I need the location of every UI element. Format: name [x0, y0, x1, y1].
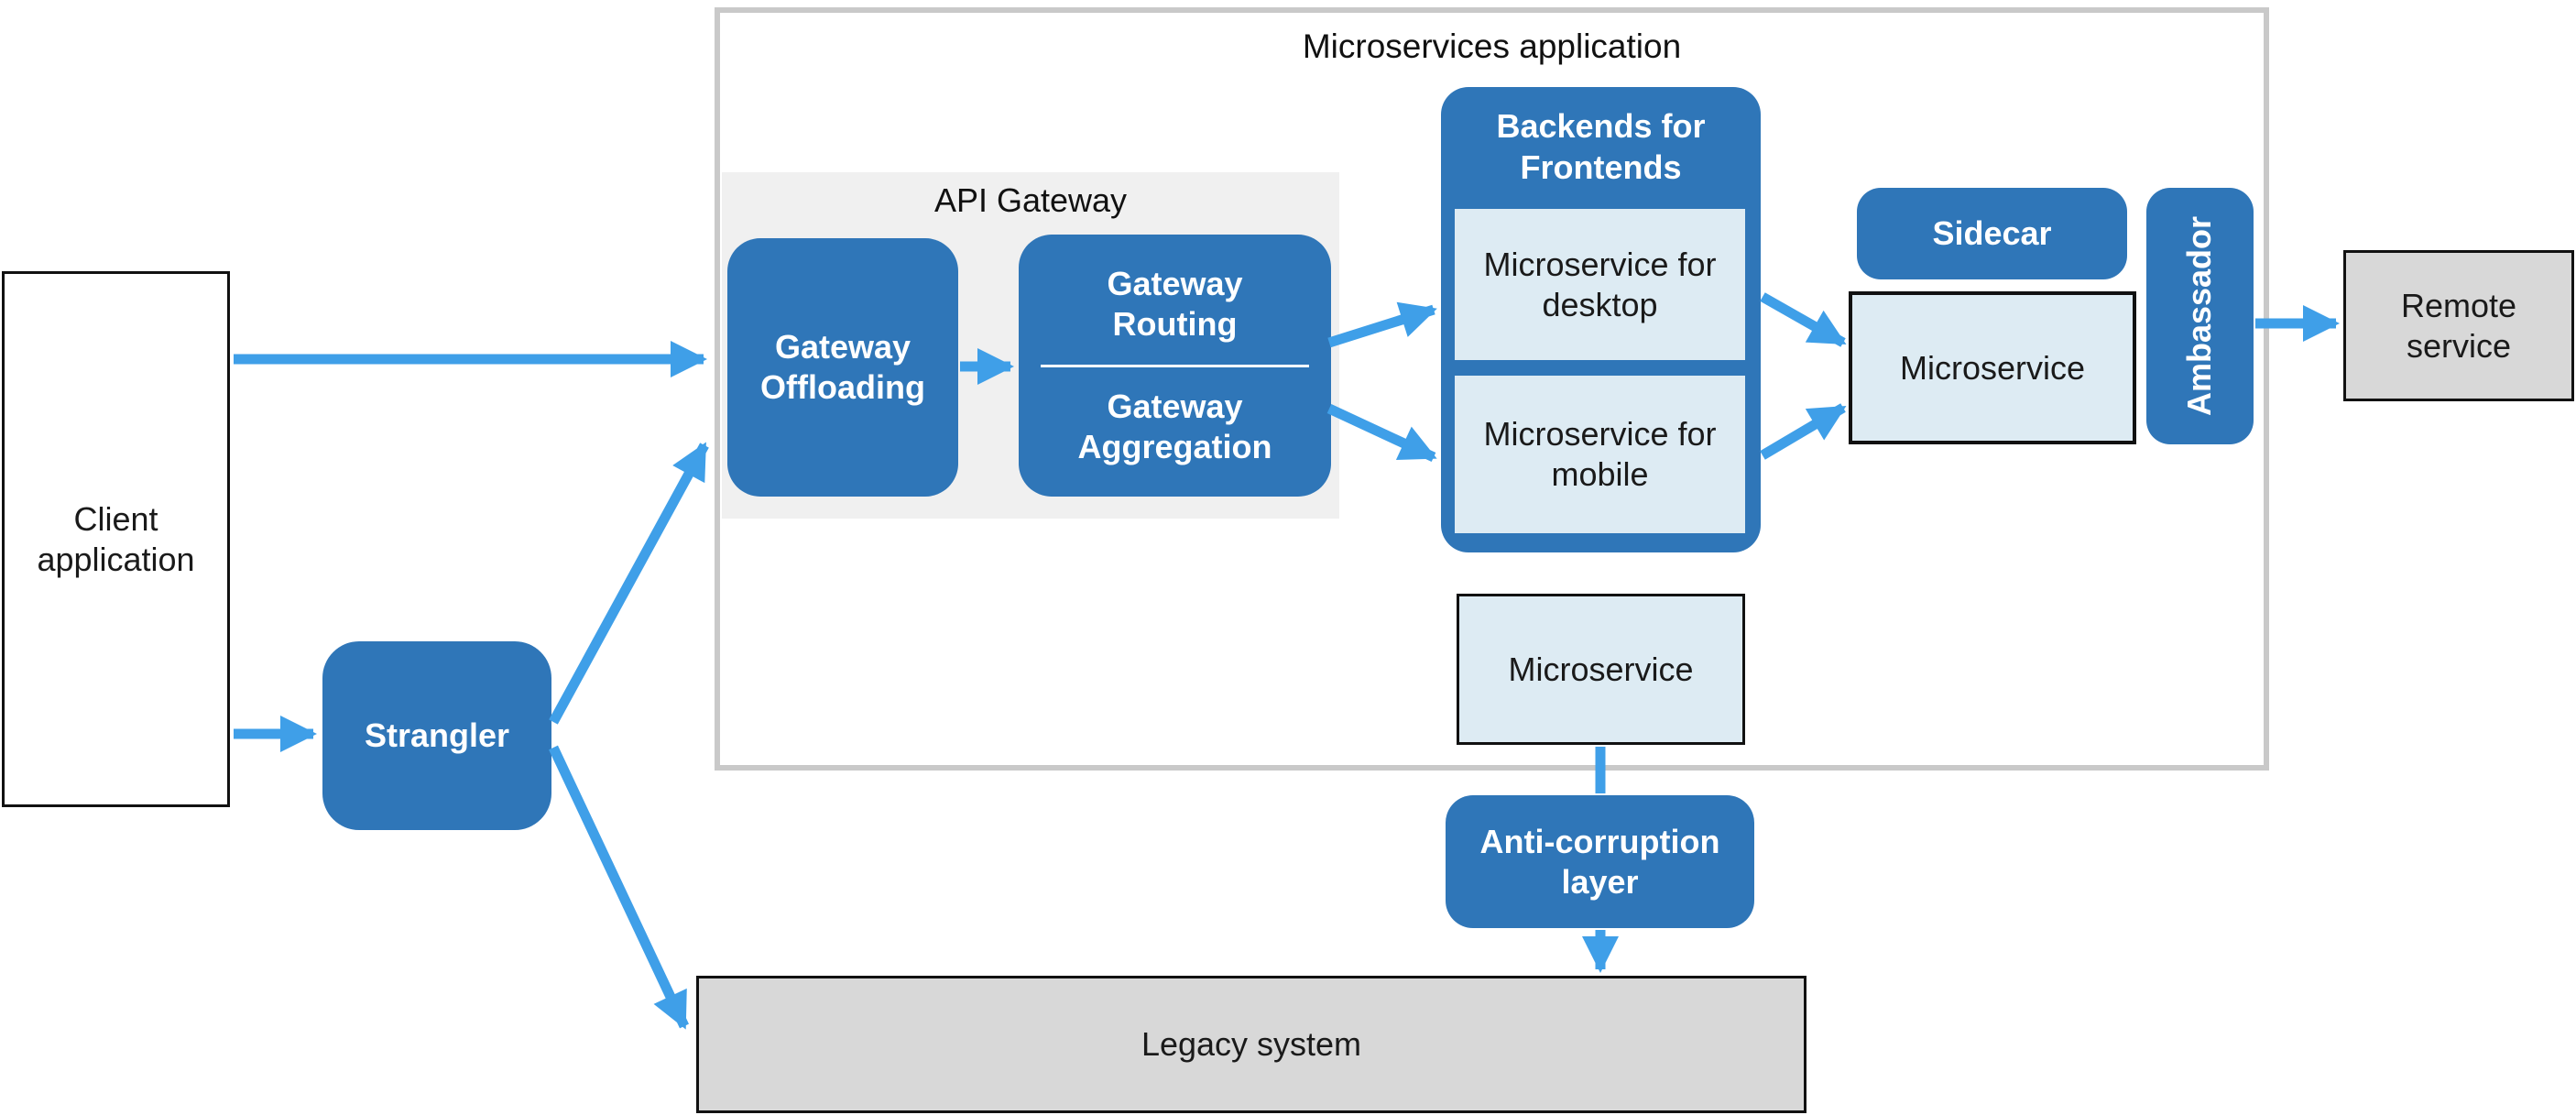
node-ambassador: Ambassador [2146, 188, 2254, 444]
anti-corruption-layer-label: Anti-corruption layer [1479, 822, 1720, 901]
node-microservice-center: Microservice [1457, 594, 1745, 745]
sidecar-label: Sidecar [1932, 214, 2052, 253]
microservice-center-label: Microservice [1508, 650, 1694, 688]
node-strangler: Strangler [322, 641, 551, 830]
arrow-strangler-to-microservices-app [549, 442, 709, 725]
node-backends-for-frontends: Backends for Frontends Microservice for … [1441, 87, 1761, 552]
gateway-routing-label: Gateway Routing [1107, 264, 1243, 343]
microservice-right-label: Microservice [1899, 348, 2086, 387]
client-application-label: Client application [37, 499, 195, 578]
routing-aggregation-divider [1040, 364, 1310, 367]
ambassador-label: Ambassador [2180, 215, 2219, 417]
legacy-system-label: Legacy system [1141, 1025, 1362, 1064]
microservices-application-title: Microservices application [1302, 27, 1682, 65]
arrow-strangler-to-legacy-system [549, 745, 689, 1030]
microservice-for-mobile-label: Microservice for mobile [1483, 415, 1717, 493]
microservice-for-desktop-label: Microservice for desktop [1483, 245, 1717, 323]
node-legacy-system: Legacy system [696, 976, 1806, 1113]
strangler-label: Strangler [364, 716, 510, 755]
gateway-aggregation-label: Gateway Aggregation [1077, 388, 1272, 466]
node-gateway-offloading: Gateway Offloading [727, 238, 958, 497]
node-anti-corruption-layer: Anti-corruption layer [1446, 795, 1754, 928]
backends-for-frontends-title: Backends for Frontends [1496, 107, 1706, 186]
node-remote-service: Remote service [2343, 250, 2574, 401]
node-microservice-for-desktop: Microservice for desktop [1455, 209, 1745, 360]
api-gateway-label: API Gateway [933, 181, 1128, 219]
node-client-application: Client application [2, 271, 230, 807]
node-gateway-routing-aggregation: Gateway Routing Gateway Aggregation [1019, 235, 1331, 497]
remote-service-label: Remote service [2400, 286, 2517, 365]
node-sidecar: Sidecar [1857, 188, 2127, 279]
gateway-offloading-label: Gateway Offloading [760, 328, 925, 406]
node-microservice-right: Microservice [1849, 291, 2136, 444]
microservices-application-container: Microservices application [715, 7, 2269, 771]
node-microservice-for-mobile: Microservice for mobile [1455, 376, 1745, 533]
